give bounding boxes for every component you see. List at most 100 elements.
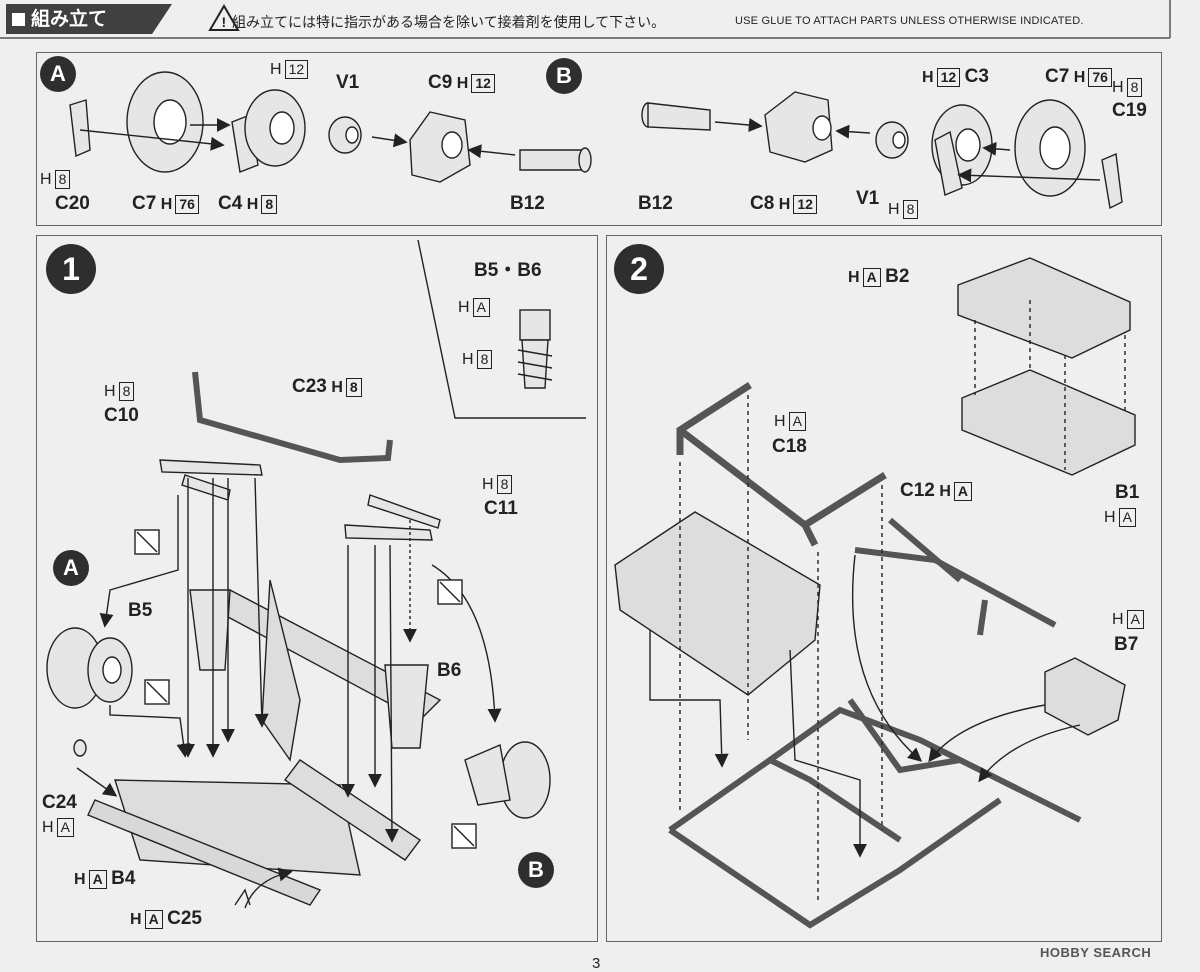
step-number-1: 1 [46,244,96,294]
subassembly-panel [36,52,1162,226]
watermark: HOBBY SEARCH [1040,945,1152,960]
color-code-box: 76 [1088,68,1112,87]
part-label-c20: C20 [55,193,90,214]
knuckle-c8 [764,91,833,163]
battery-tray [614,511,821,696]
color-code-box: 8 [496,475,513,494]
washer-c24 [73,739,87,757]
strut-c12 [854,517,1057,636]
roll-bar-c18 [676,382,887,547]
color-code-box: A [1126,610,1144,629]
color-code-box: 12 [284,60,309,79]
part-label-b7: B7 [1114,634,1139,655]
shock-b6 [384,664,429,749]
svg-text:!: ! [222,14,227,30]
warning-icon [208,4,240,31]
control-arm-c10 [159,459,263,501]
color-code-box: 12 [471,74,495,93]
shock-b5 [189,589,231,671]
color-code-box: A [472,298,490,317]
sleeve-v1-right [875,121,909,159]
color-code-box: 12 [793,195,817,214]
brake-pad-c20 [69,99,91,158]
step2-panel [606,235,1162,942]
part-label-b1: B1 [1115,482,1140,503]
part-label-c11: C11 [484,498,518,519]
hub-c4 [244,89,306,167]
part-label-v1-right: V1 [856,188,880,209]
axle-b12 [519,147,592,173]
hub-assembly-b [464,741,551,819]
color-code-box: A [88,870,107,889]
anti-roll-bar-c23 [192,371,393,464]
color-code-box: 8 [1126,78,1143,97]
color-code-box: 8 [902,200,919,219]
step-number-2: 2 [614,244,664,294]
part-label-b12: B12 [510,193,545,214]
part-label-c24: C24 [42,792,77,813]
color-code-box: 76 [175,195,199,214]
shock-b5-b6-detail [517,309,553,389]
part-label-v1: V1 [336,72,360,93]
color-code-box: 8 [345,378,362,397]
part-label-b5: B5 [128,600,153,621]
subassembly-marker-b: B [546,58,582,94]
color-code-box: 8 [54,170,71,189]
glue-warning-en: USE GLUE TO ATTACH PARTS UNLESS OTHERWIS… [735,15,1084,27]
color-code-box: 8 [476,350,493,369]
control-arm-c11 [344,494,441,541]
sleeve-v1 [328,116,362,154]
hub-marker-a: A [53,550,89,586]
hub-marker-b: B [518,852,554,888]
color-code-box: A [1118,508,1136,527]
part-label-c10: C10 [104,405,139,426]
page-number: 3 [592,955,601,972]
color-code-box: A [144,910,163,929]
part-label-b6: B6 [437,660,462,681]
detail-title-b5-b6: B5・B6 [474,260,542,281]
color-code-box: 8 [261,195,278,214]
color-code-box: 12 [936,68,961,87]
subassembly-marker-a: A [40,56,76,92]
chassis-frame-step1 [87,579,442,906]
battery-lid-b2 [957,257,1131,359]
color-code-box: A [953,482,972,501]
section-title: 組み立て [6,4,172,34]
brake-disc-c7-right [1014,99,1086,197]
part-label-c19: C19 [1112,100,1147,121]
axle-b12-right [641,102,711,131]
battery-box-b1 [961,369,1136,476]
brake-disc-c7 [126,71,204,173]
caliper-c3 [934,130,963,196]
color-code-box: A [56,818,74,837]
chassis-frame-step2 [668,698,1082,929]
part-label-b12-right: B12 [638,193,673,214]
color-code-box: A [788,412,806,431]
glue-warning-ja: 組み立てには特に指示がある場合を除いて接着剤を使用して下さい。 [232,15,666,31]
hub-assembly-a [46,627,133,709]
brake-pad-c19 [1101,152,1123,210]
step1-panel [36,235,598,942]
